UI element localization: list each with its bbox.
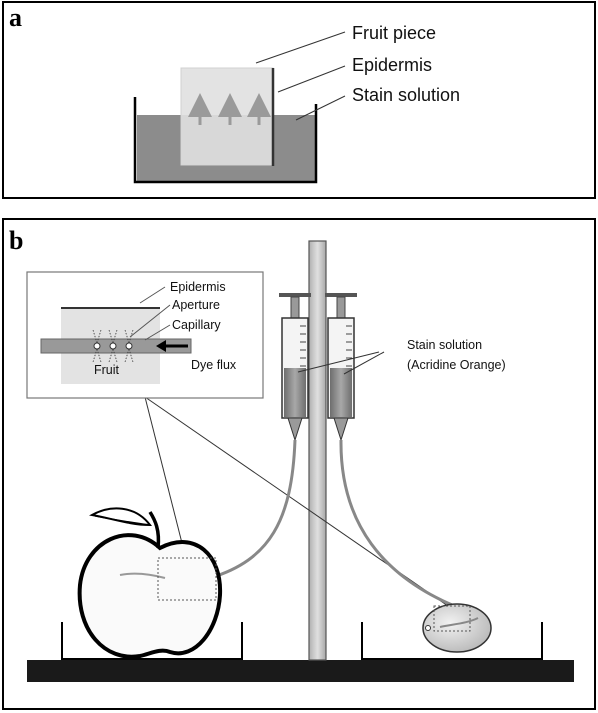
tube-to-grape bbox=[339, 439, 471, 614]
apple-leaf bbox=[89, 507, 153, 527]
left-syringe-ticks bbox=[300, 325, 306, 367]
left-syringe-tip bbox=[287, 417, 303, 442]
inset-label-aperture: Aperture bbox=[172, 298, 220, 312]
panel-b-letter: b bbox=[9, 226, 23, 255]
label-stain-solution-b: Stain solution bbox=[407, 338, 482, 352]
stand-pole bbox=[308, 240, 327, 661]
leader-inset-epidermis bbox=[139, 286, 166, 304]
uptake-arrows bbox=[188, 93, 271, 125]
apple-body bbox=[77, 533, 223, 659]
leader-stain-solution bbox=[295, 95, 346, 121]
apple-zoom-region bbox=[157, 557, 217, 601]
tube-to-apple bbox=[209, 439, 297, 580]
inset-label-epidermis: Epidermis bbox=[170, 280, 226, 294]
apple-leaf-vein bbox=[94, 515, 151, 526]
leader-inset-aperture bbox=[129, 304, 171, 338]
grape-capillary bbox=[439, 617, 479, 628]
grape-body bbox=[422, 603, 492, 653]
panel-a-letter: a bbox=[9, 3, 22, 32]
label-epidermis: Epidermis bbox=[352, 55, 432, 75]
inset-aperture-dot bbox=[93, 342, 101, 350]
leader-fruit-piece bbox=[255, 31, 346, 64]
inset-aperture-dot bbox=[109, 342, 117, 350]
leader-stain-left bbox=[297, 351, 380, 373]
right-syringe-ticks bbox=[346, 325, 352, 367]
right-syringe-plunger bbox=[336, 296, 346, 320]
leader-inset-capillary bbox=[144, 324, 171, 341]
panel-b: b bbox=[2, 218, 596, 710]
inset-label-capillary: Capillary bbox=[172, 318, 221, 332]
left-tray bbox=[61, 622, 243, 660]
beaker bbox=[133, 97, 318, 184]
left-syringe-flange bbox=[279, 293, 311, 297]
label-stain-solution: Stain solution bbox=[352, 85, 460, 105]
apple bbox=[77, 507, 223, 659]
label-acridine-orange: (Acridine Orange) bbox=[407, 358, 506, 372]
grape bbox=[422, 603, 492, 653]
inset-label-dye-flux: Dye flux bbox=[191, 358, 237, 372]
right-syringe-flange bbox=[325, 293, 357, 297]
inset-apertures bbox=[93, 342, 133, 350]
right-syringe-liquid bbox=[330, 368, 352, 417]
dye-flux-arrowhead bbox=[156, 340, 166, 352]
right-syringe bbox=[325, 293, 357, 442]
grape-zoom-region bbox=[433, 605, 471, 632]
table-base bbox=[27, 660, 574, 682]
apple-capillary bbox=[119, 572, 166, 579]
apple-stem bbox=[148, 511, 161, 549]
inset-label-fruit: Fruit bbox=[94, 363, 120, 377]
left-syringe bbox=[279, 293, 311, 442]
right-syringe-tip bbox=[333, 417, 349, 442]
leader-epidermis bbox=[277, 65, 346, 93]
label-fruit-piece: Fruit piece bbox=[352, 23, 436, 43]
right-tray bbox=[361, 622, 543, 660]
zoom-line-apple bbox=[144, 396, 186, 556]
left-syringe-liquid bbox=[284, 368, 306, 417]
leader-stain-right bbox=[343, 351, 385, 375]
inset: Epidermis Aperture Capillary Dye flux Fr… bbox=[26, 271, 264, 399]
grape-pedicel bbox=[425, 625, 431, 631]
inset-aperture-dot bbox=[125, 342, 133, 350]
inset-diffusion-arrows bbox=[92, 329, 134, 363]
panel-a: a Fruit piece Epidermis Stain solution bbox=[2, 1, 596, 199]
left-syringe-plunger bbox=[290, 296, 300, 320]
